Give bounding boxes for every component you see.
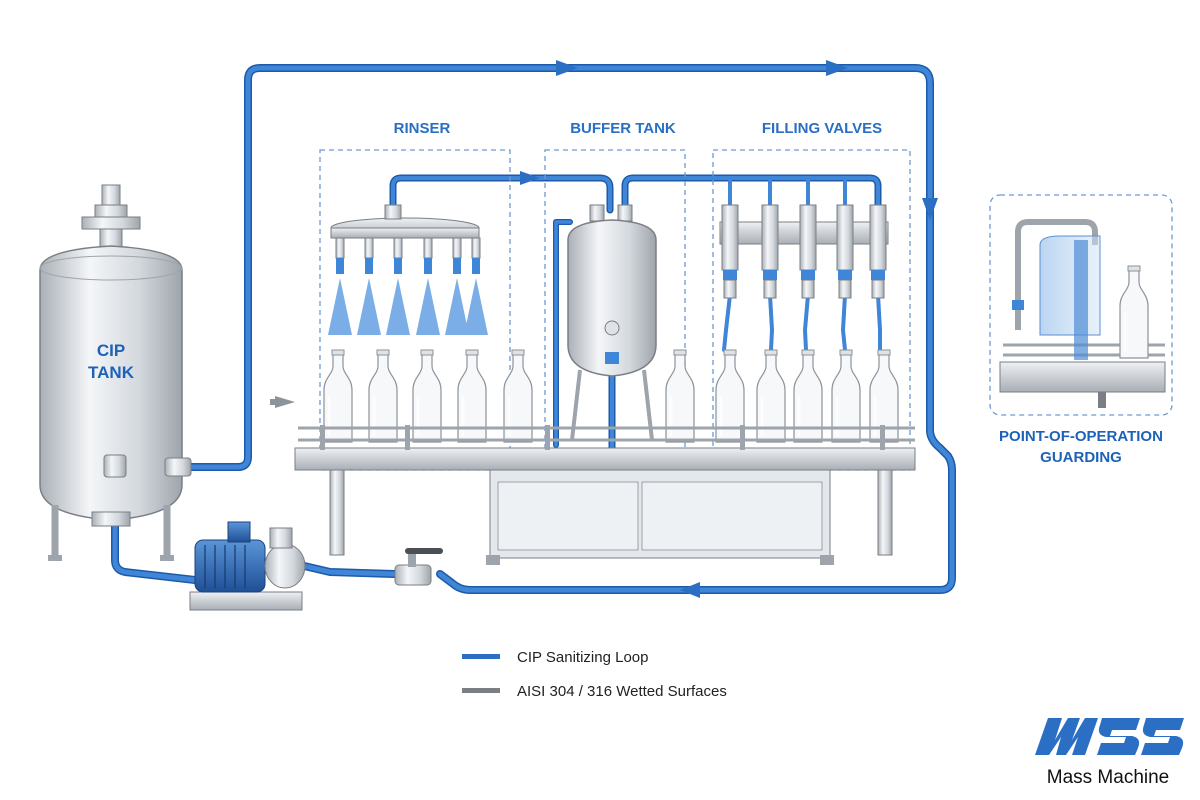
- buffer-tank-label: BUFFER TANK: [570, 120, 676, 137]
- legend-swatch-cip-loop: [462, 654, 500, 659]
- cip-tank-label-line2: TANK: [88, 363, 135, 382]
- arrow-right-icon: [826, 60, 848, 76]
- guarding-inset: [989, 194, 1173, 416]
- arrow-right-icon: [556, 60, 578, 76]
- mss-logo-icon: [1035, 718, 1184, 755]
- conveyor: [294, 425, 916, 565]
- cip-tank: [39, 184, 192, 561]
- legend-label-cip-loop: CIP Sanitizing Loop: [517, 649, 648, 666]
- guarding-label-line2: GUARDING: [1040, 449, 1122, 466]
- cip-pump: [189, 521, 306, 611]
- buffer-tank-box: [544, 149, 686, 471]
- spray-pattern: [328, 278, 488, 335]
- arrow-down-icon: [922, 198, 938, 220]
- rinser-manifold: [328, 204, 488, 335]
- legend: CIP Sanitizing Loop AISI 304 / 316 Wette…: [462, 649, 727, 700]
- ball-valve: [394, 548, 443, 586]
- guarding-label-line1: POINT-OF-OPERATION: [999, 428, 1163, 445]
- brand-name: Mass Machine: [1047, 767, 1170, 788]
- filling-valves-label: FILLING VALVES: [762, 120, 882, 137]
- rinser-label: RINSER: [394, 120, 451, 137]
- legend-swatch-wetted-surfaces: [462, 688, 500, 693]
- arrow-right-icon: [520, 171, 540, 185]
- legend-label-wetted-surfaces: AISI 304 / 316 Wetted Surfaces: [517, 683, 727, 700]
- filling-manifold: [719, 204, 889, 299]
- cip-tank-label-line1: CIP: [97, 341, 125, 360]
- arrow-left-icon: [680, 582, 700, 598]
- flow-arrows: [270, 60, 938, 598]
- buffer-tank: [567, 204, 657, 441]
